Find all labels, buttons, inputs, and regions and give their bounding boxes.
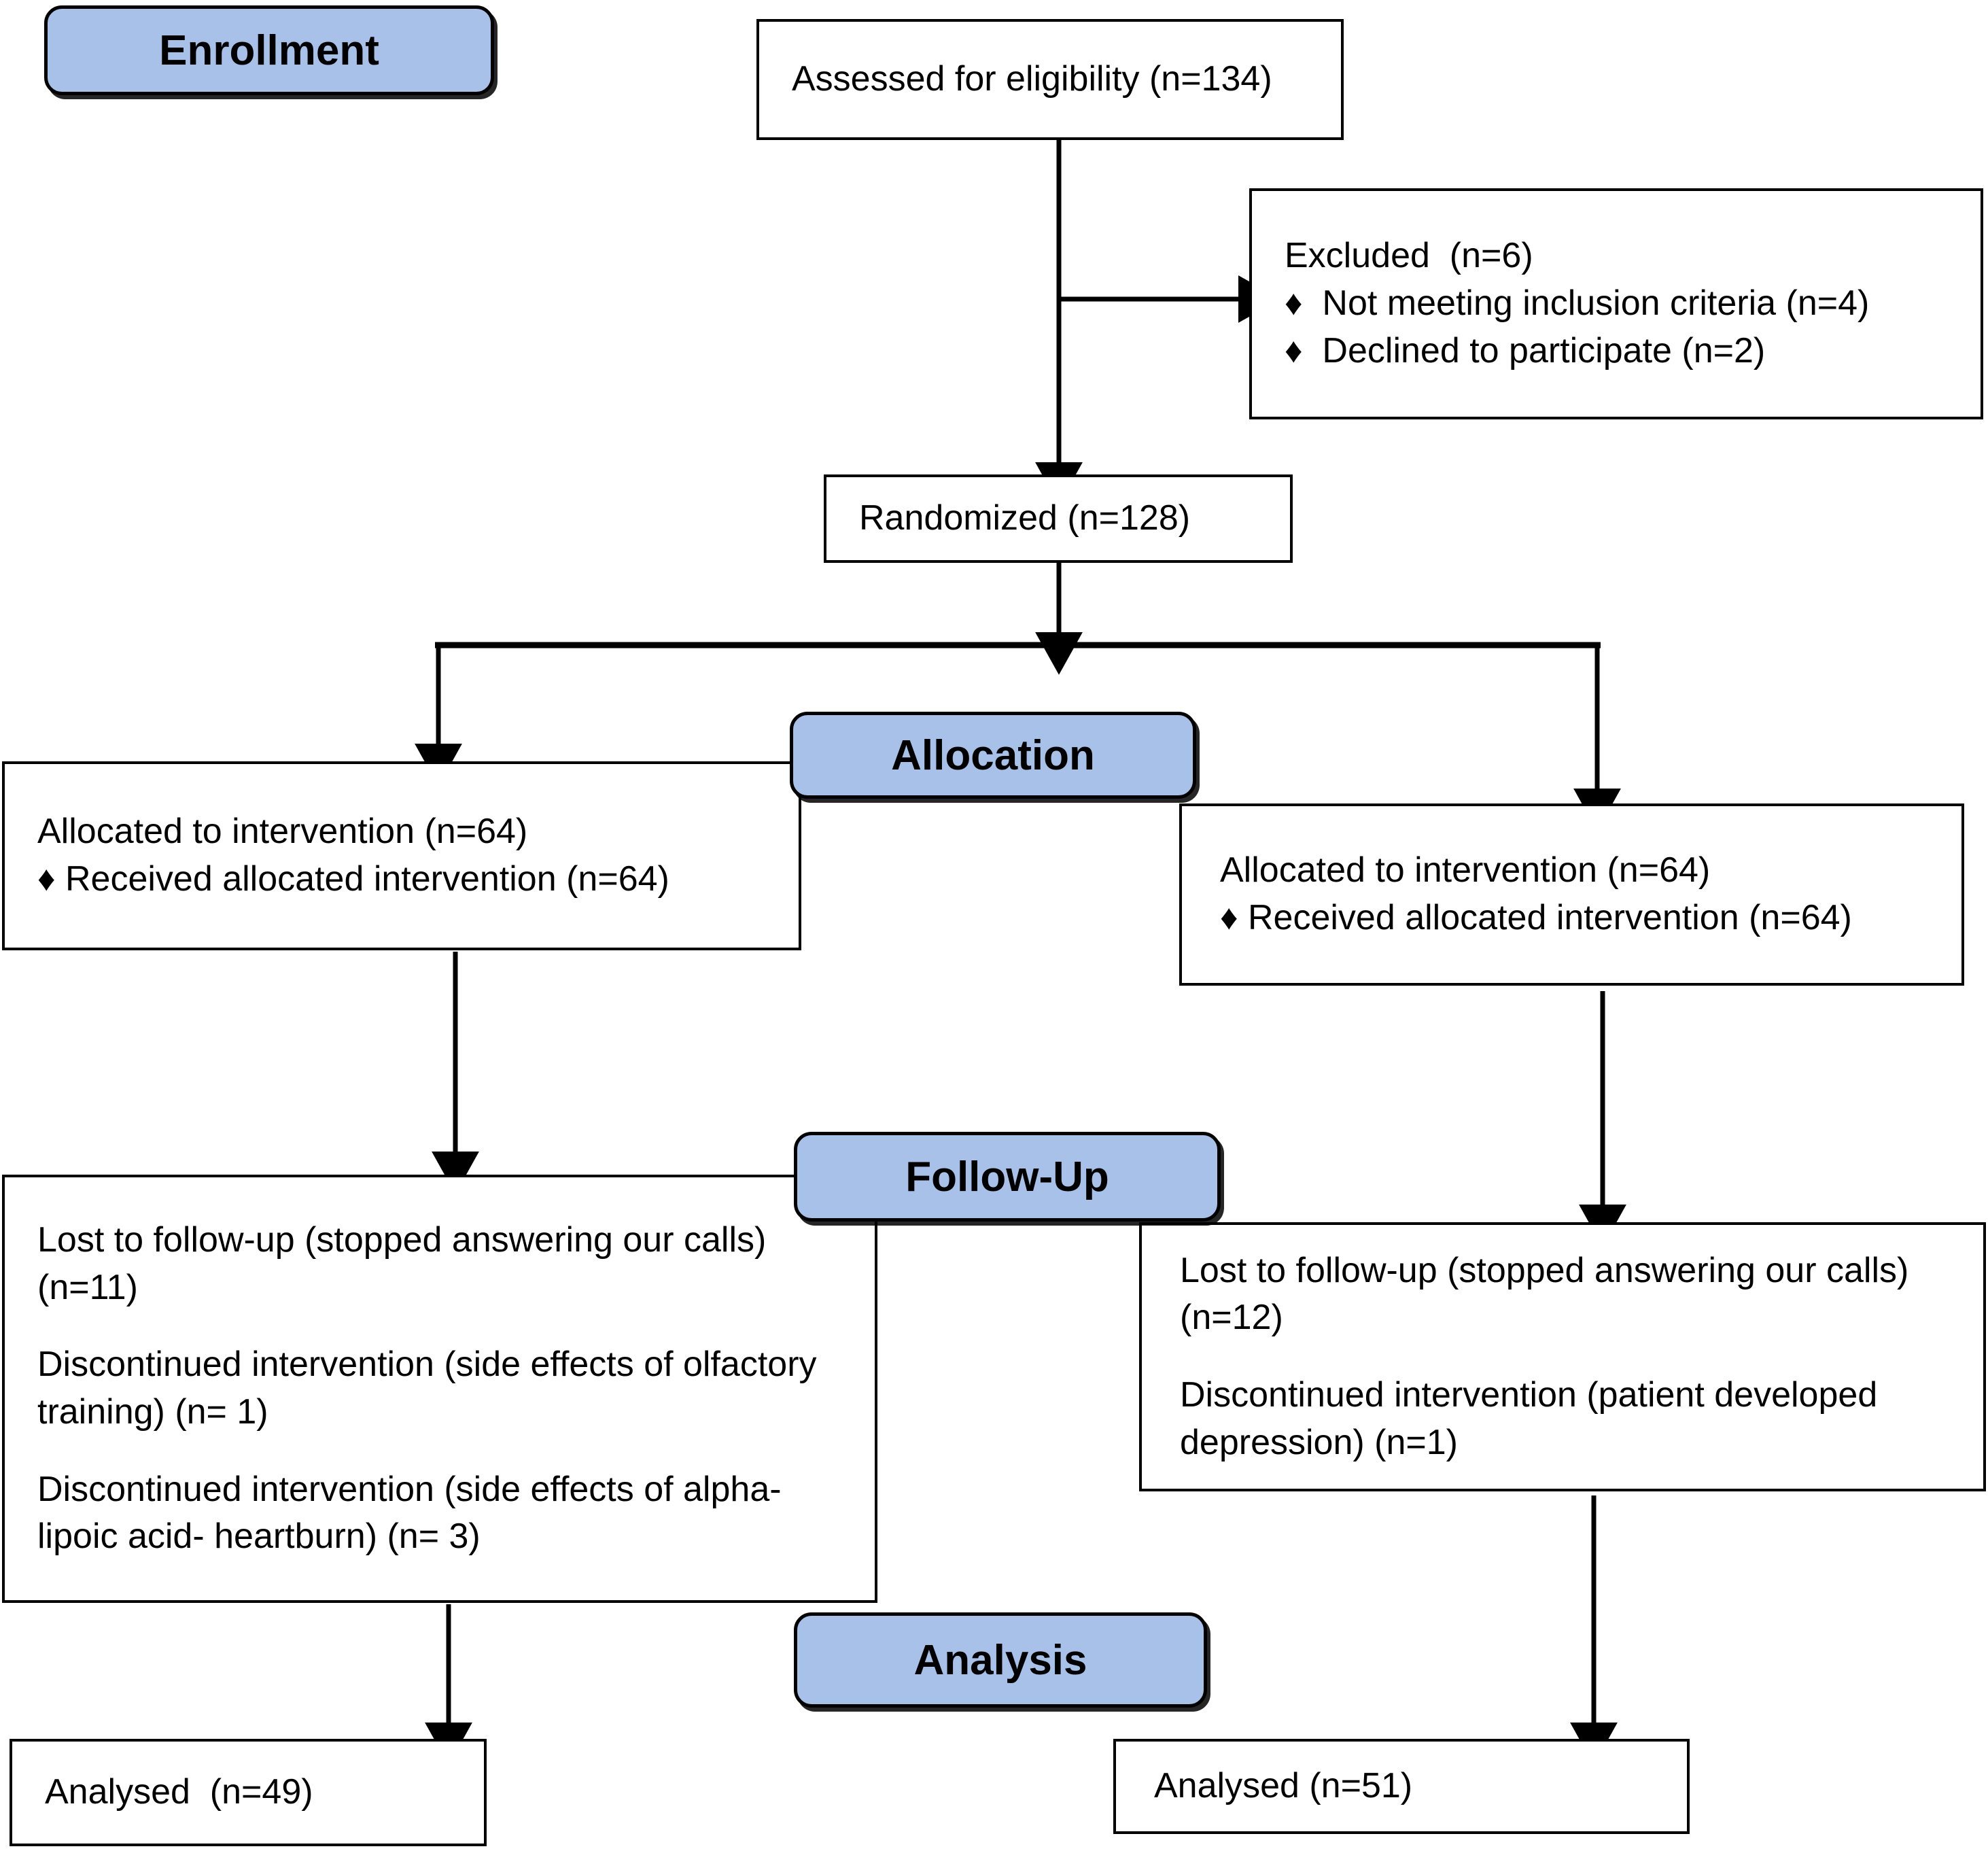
allocation-left-heading: Allocated to intervention (n=64) [37, 812, 528, 852]
followup-left-line-3: training) (n= 1) [37, 1392, 268, 1432]
analysed-right-text: Analysed (n=51) [1154, 1766, 1413, 1806]
followup-left-line-2: Discontinued intervention (side effects … [37, 1345, 817, 1385]
box-analysed-left: Analysed (n=49) [10, 1739, 487, 1846]
allocation-right-heading: Allocated to intervention (n=64) [1220, 850, 1711, 890]
stage-badge-analysis-label: Analysis [913, 1636, 1087, 1684]
excluded-item-0: ♦ Not meeting inclusion criteria (n=4) [1285, 283, 1870, 324]
followup-left-spacer-b [37, 1436, 856, 1466]
allocation-right-item-0: ♦ Received allocated intervention (n=64) [1220, 898, 1852, 937]
allocation-left-item-0: ♦ Received allocated intervention (n=64) [37, 859, 669, 899]
stage-badge-enrollment-label: Enrollment [159, 27, 379, 74]
followup-left-line-4: Discontinued intervention (side effects … [37, 1469, 782, 1509]
box-allocation-left: Allocated to intervention (n=64) ♦ Recei… [2, 761, 801, 950]
excluded-item-1: ♦ Declined to participate (n=2) [1285, 330, 1766, 370]
followup-left-spacer-a [37, 1311, 856, 1341]
followup-right-line-3: depression) (n=1) [1180, 1422, 1458, 1462]
excluded-heading: Excluded (n=6) [1285, 236, 1533, 276]
followup-left-line-1: (n=11) [37, 1267, 138, 1307]
randomized-text: Randomized (n=128) [859, 498, 1191, 538]
stage-badge-allocation-label: Allocation [891, 731, 1095, 779]
stage-badge-followup: Follow-Up [794, 1132, 1221, 1222]
followup-right-spacer-a [1180, 1342, 1964, 1372]
stage-badge-enrollment: Enrollment [44, 5, 494, 95]
followup-left-line-5: lipoic acid- heartburn) (n= 3) [37, 1517, 481, 1557]
box-randomized: Randomized (n=128) [824, 474, 1293, 563]
followup-left-line-0: Lost to follow-up (stopped answering our… [37, 1219, 767, 1260]
box-analysed-right: Analysed (n=51) [1113, 1739, 1690, 1834]
followup-right-line-2: Discontinued intervention (patient devel… [1180, 1375, 1878, 1415]
followup-right-line-0: Lost to follow-up (stopped answering our… [1180, 1250, 1909, 1290]
followup-right-line-1: (n=12) [1180, 1298, 1283, 1338]
stage-badge-followup-label: Follow-Up [905, 1153, 1109, 1200]
stage-badge-allocation: Allocation [790, 712, 1196, 799]
box-excluded: Excluded (n=6) ♦ Not meeting inclusion c… [1249, 188, 1983, 419]
analysed-left-text: Analysed (n=49) [45, 1772, 313, 1812]
assessed-text: Assessed for eligibility (n=134) [792, 59, 1272, 99]
box-assessed-for-eligibility: Assessed for eligibility (n=134) [756, 19, 1344, 140]
stage-badge-analysis: Analysis [794, 1612, 1207, 1708]
box-followup-right: Lost to follow-up (stopped answering our… [1139, 1222, 1986, 1491]
box-followup-left: Lost to follow-up (stopped answering our… [2, 1175, 877, 1603]
box-allocation-right: Allocated to intervention (n=64) ♦ Recei… [1179, 803, 1964, 986]
